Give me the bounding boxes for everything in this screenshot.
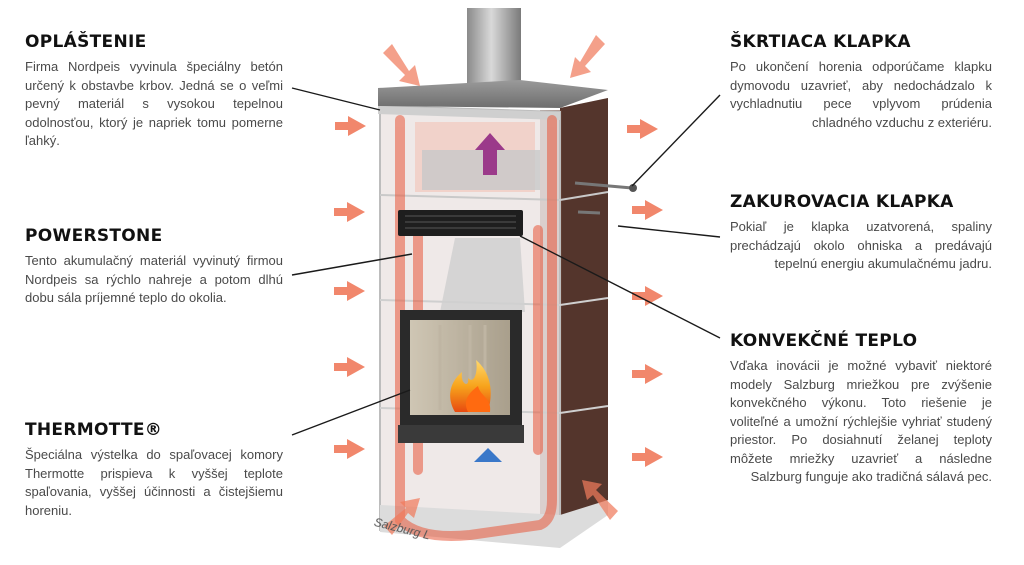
- section-title: OPLÁŠTENIE: [25, 32, 147, 52]
- section-text: Po ukončení horenia odporúčame klapku dy…: [730, 59, 992, 130]
- convection-grille: [398, 210, 523, 236]
- section-title: KONVEKČNÉ TEPLO: [730, 331, 918, 351]
- up-arrow-blue: [474, 448, 502, 462]
- section-skrtiaca-klapka: ŠKRTIACA KLAPKA Po ukončení horenia odpo…: [730, 32, 992, 132]
- section-konvekcne-teplo: KONVEKČNÉ TEPLO Vďaka inovácii je možné …: [730, 331, 992, 487]
- section-zakurovacia-klapka: ZAKUROVACIA KLAPKA Pokiaľ je klapka uzat…: [730, 192, 992, 274]
- section-powerstone: POWERSTONE Tento akumulačný materiál vyv…: [25, 226, 283, 308]
- section-thermotte: THERMOTTE® Špeciálna výstelka do spaľova…: [25, 420, 283, 520]
- section-text: Špeciálna výstelka do spaľovacej komory …: [25, 447, 283, 518]
- section-title: ŠKRTIACA KLAPKA: [730, 32, 911, 52]
- section-text: Pokiaľ je klapka uzatvorená, spaliny pre…: [730, 219, 992, 271]
- leader-lines: [291, 87, 721, 436]
- section-text: Tento akumulačný materiál vyvinutý firmo…: [25, 253, 283, 305]
- damper-rod-top: [574, 181, 633, 190]
- section-oplastenie: OPLÁŠTENIE Firma Nordpeis vyvinula špeci…: [25, 32, 283, 151]
- section-text: Firma Nordpeis vyvinula špeciálny betón …: [25, 59, 283, 148]
- section-title: POWERSTONE: [25, 226, 163, 246]
- section-text: Vďaka inovácii je možné vybaviť niektoré…: [730, 358, 992, 484]
- section-title: ZAKUROVACIA KLAPKA: [730, 192, 954, 212]
- smoke-guide: [440, 238, 525, 312]
- damper-rod-bottom: [577, 210, 601, 215]
- heat-arrows: [334, 35, 663, 535]
- firebox: [398, 310, 524, 443]
- section-title: THERMOTTE®: [25, 420, 163, 440]
- up-arrow-purple: [475, 133, 505, 175]
